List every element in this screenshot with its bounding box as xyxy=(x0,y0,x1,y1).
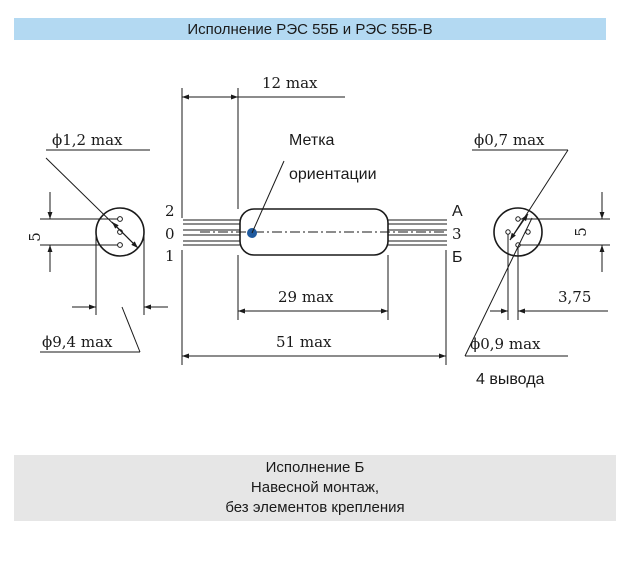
right-pin-leader-inner xyxy=(509,213,529,241)
right-pin-left xyxy=(505,229,511,235)
footer-line-2: Навесной монтаж, xyxy=(250,479,380,496)
orientation-label-line2: ориентации xyxy=(289,166,377,183)
right-offset-label: 3,75 xyxy=(558,288,591,306)
right-lead-leader xyxy=(464,217,533,357)
left-pin-diameter-label: ϕ1,2 max xyxy=(52,131,123,149)
left-end-view: ϕ1,2 max 5 ϕ9,4 max xyxy=(26,131,168,353)
pin-label-a: А xyxy=(452,203,463,220)
right-pin-right xyxy=(525,229,531,235)
pin-label-1: 1 xyxy=(165,247,175,265)
pin-label-b: Б xyxy=(452,249,463,266)
footer-caption: Исполнение Б Навесной монтаж, без элемен… xyxy=(14,455,616,521)
pin-label-0: 0 xyxy=(165,225,175,243)
header-title-bar: Исполнение РЭС 55Б и РЭС 55Б-В xyxy=(14,18,606,40)
dim-12-label: 12 max xyxy=(262,74,318,92)
left-pin-spacing-label: 5 xyxy=(26,232,44,242)
side-view: Метка ориентации 2 0 1 А 3 Б 12 max 29 m… xyxy=(165,74,463,365)
left-pin-2 xyxy=(117,216,123,222)
left-pin-leader-inner xyxy=(111,221,139,249)
left-body-circle xyxy=(95,207,145,257)
dim-29-label: 29 max xyxy=(278,288,334,306)
pin-label-2: 2 xyxy=(165,202,175,220)
orientation-label-line1: Метка xyxy=(289,132,335,149)
right-lead-diameter-label: ϕ0,9 max xyxy=(470,335,541,353)
footer-line-3: без элементов крепления xyxy=(225,499,405,516)
leads-count-label: 4 вывода xyxy=(476,371,545,388)
header-title: Исполнение РЭС 55Б и РЭС 55Б-В xyxy=(187,20,433,38)
left-dia-leader xyxy=(121,306,141,353)
orientation-leader xyxy=(251,160,285,234)
left-body-diameter-label: ϕ9,4 max xyxy=(42,333,113,351)
right-pin-diameter-label: ϕ0,7 max xyxy=(474,131,545,149)
right-pin-spacing-label: 5 xyxy=(572,227,590,237)
right-end-view: ϕ0,7 max 5 3,75 ϕ0,9 max 4 вывода xyxy=(464,131,610,388)
right-pin-top xyxy=(515,216,521,222)
left-pin-1 xyxy=(117,242,123,248)
footer-line-1: Исполнение Б xyxy=(265,459,365,476)
right-pin-leader xyxy=(509,149,569,241)
pin-label-3: 3 xyxy=(452,225,462,243)
dim-51-label: 51 max xyxy=(276,333,332,351)
